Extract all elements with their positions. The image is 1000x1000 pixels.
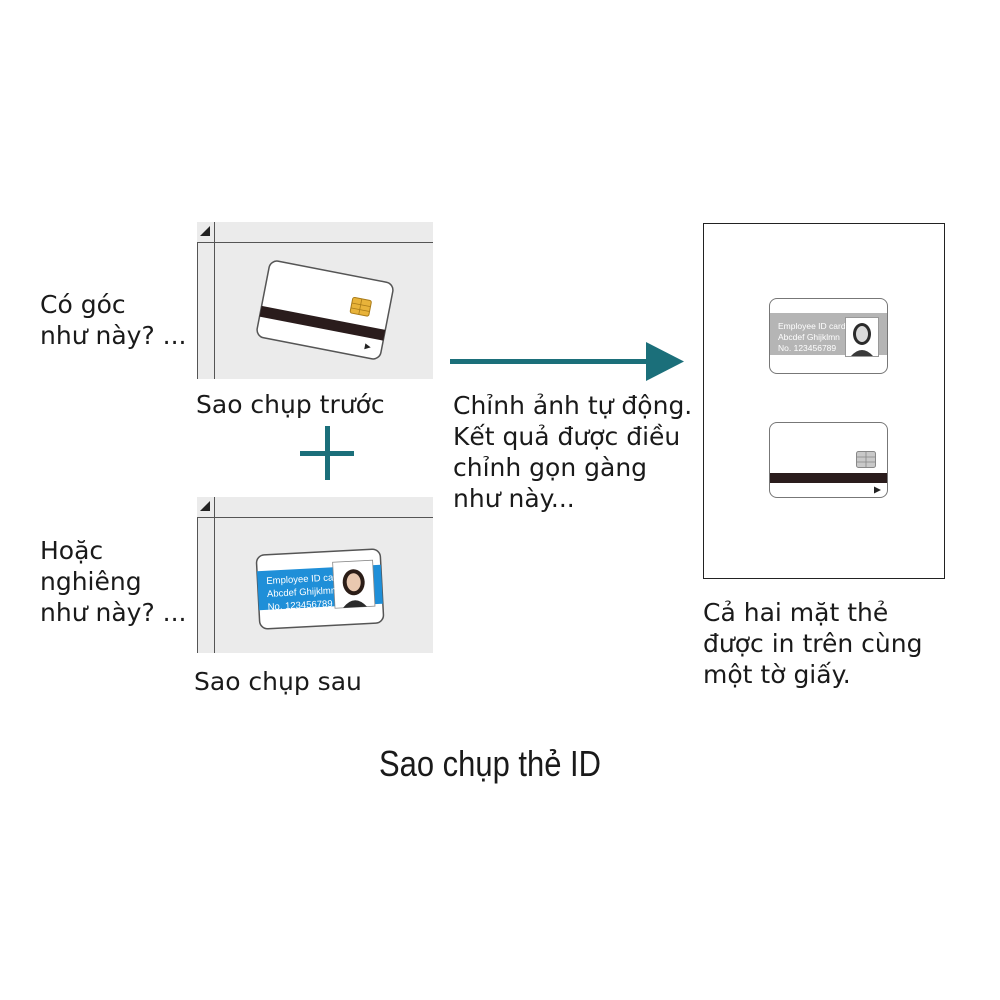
- card-line: Employee ID card: [778, 321, 846, 331]
- tilted-card-back: [255, 548, 385, 630]
- auto-correct-line: như này...: [453, 484, 575, 513]
- scanner-glass-back: Employee ID card Abcdef Ghijklmn No. 123…: [197, 497, 433, 653]
- card-line: No. 123456789: [778, 343, 837, 353]
- plus-icon: [300, 426, 354, 480]
- corner-alignment-icon: [200, 501, 210, 511]
- glass-ruler-top: [197, 497, 433, 518]
- photo-portrait-icon: [845, 317, 879, 357]
- glass-ruler-top: [197, 222, 433, 243]
- corner-alignment-icon: [200, 226, 210, 236]
- result-line: được in trên cùng: [703, 629, 923, 658]
- magnetic-stripe: [770, 473, 887, 483]
- result-text: Cả hai mặt thẻ được in trên cùng một tờ …: [703, 597, 922, 690]
- auto-correct-line: Chỉnh ảnh tự động.: [453, 391, 693, 420]
- glass-edge: [197, 497, 198, 653]
- glass-edge: [197, 222, 198, 379]
- card-line: Abcdef Ghijklmn: [778, 332, 840, 342]
- back-card-text: Employee ID card Abcdef Ghijklmn No. 123…: [266, 571, 343, 614]
- right-arrow-icon: [450, 342, 684, 381]
- question-angle-line: Có góc: [40, 290, 126, 319]
- auto-correct-line: Kết quả được điều: [453, 422, 681, 451]
- tilted-card-front: [256, 260, 394, 360]
- question-tilt-line: Hoặc: [40, 536, 104, 565]
- scanner-glass-front: [197, 222, 433, 379]
- glass-ruler-left: [197, 222, 215, 379]
- result-sheet: Employee ID card Abcdef Ghijklmn No. 123…: [703, 223, 945, 579]
- caption-front: Sao chụp trước: [196, 390, 385, 419]
- printed-card-front: Employee ID card Abcdef Ghijklmn No. 123…: [769, 298, 888, 374]
- question-tilt-line: nghiêng: [40, 567, 142, 596]
- page-title: Sao chụp thẻ ID: [378, 743, 602, 784]
- caption-back: Sao chụp sau: [194, 667, 362, 696]
- question-angle-line: như này? ...: [40, 321, 187, 350]
- question-tilt-line: như này? ...: [40, 598, 187, 627]
- printed-card-back: [769, 422, 888, 498]
- chip-icon: [856, 451, 876, 468]
- result-line: Cả hai mặt thẻ: [703, 598, 889, 627]
- result-line: một tờ giấy.: [703, 660, 851, 689]
- auto-correct-text: Chỉnh ảnh tự động. Kết quả được điều chỉ…: [453, 390, 692, 514]
- question-angle: Có góc như này? ...: [40, 289, 187, 351]
- auto-correct-line: chỉnh gọn gàng: [453, 453, 648, 482]
- printed-card-text: Employee ID card Abcdef Ghijklmn No. 123…: [778, 321, 846, 354]
- glass-ruler-left: [197, 497, 215, 653]
- direction-arrow-icon: [874, 486, 881, 494]
- question-tilt: Hoặc nghiêng như này? ...: [40, 535, 187, 628]
